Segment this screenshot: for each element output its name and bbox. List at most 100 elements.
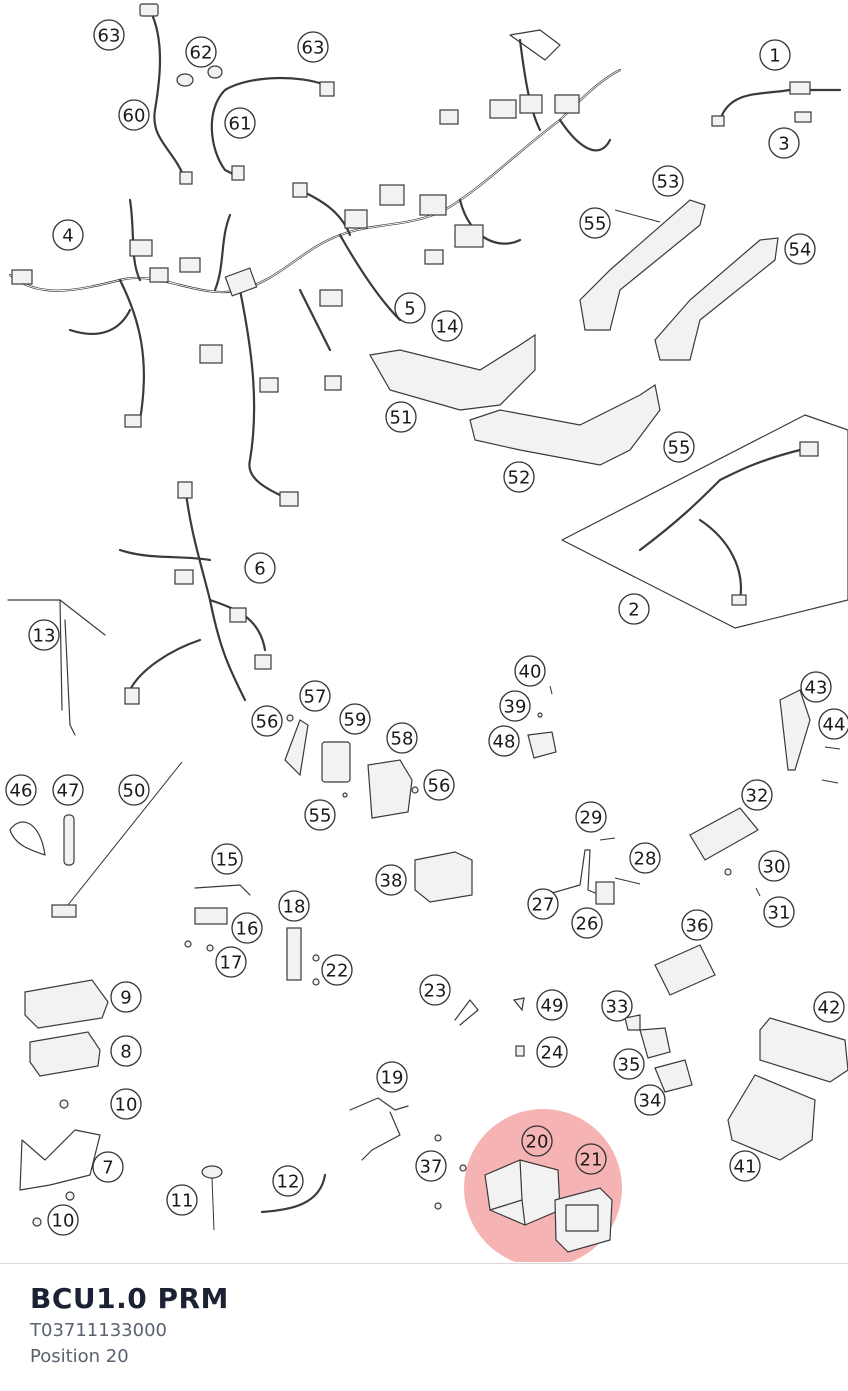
callout-circle[interactable]: [618, 593, 650, 625]
callout-circle[interactable]: [575, 1143, 607, 1175]
callout-circle[interactable]: [118, 774, 150, 806]
callout-circle[interactable]: [813, 991, 845, 1023]
callout-51[interactable]: 51: [385, 401, 417, 433]
callout-35[interactable]: 35: [613, 1048, 645, 1080]
callout-59[interactable]: 59: [339, 703, 371, 735]
callout-circle[interactable]: [376, 1061, 408, 1093]
callout-circle[interactable]: [499, 690, 531, 722]
callout-32[interactable]: 32: [741, 779, 773, 811]
screw-31[interactable]: [755, 887, 761, 897]
callout-43[interactable]: 43: [800, 671, 832, 703]
callout-30[interactable]: 30: [758, 850, 790, 882]
callout-19[interactable]: 19: [376, 1061, 408, 1093]
screws-37[interactable]: [434, 1134, 467, 1210]
callout-34[interactable]: 34: [634, 1084, 666, 1116]
callout-circle[interactable]: [278, 890, 310, 922]
bracket-52[interactable]: [469, 384, 661, 466]
callout-circle[interactable]: [634, 1084, 666, 1116]
callout-circle[interactable]: [47, 1204, 79, 1236]
fuse-box-18[interactable]: [286, 927, 302, 981]
relay-26[interactable]: [595, 881, 615, 905]
callout-39[interactable]: 39: [499, 690, 531, 722]
callout-circle[interactable]: [385, 401, 417, 433]
callout-16[interactable]: 16: [231, 912, 263, 944]
callout-55[interactable]: 55: [304, 799, 336, 831]
callout-circle[interactable]: [729, 1150, 761, 1182]
screw-10[interactable]: [32, 1099, 75, 1227]
callout-2[interactable]: 2: [618, 593, 650, 625]
callout-circle[interactable]: [652, 165, 684, 197]
callout-47[interactable]: 47: [52, 774, 84, 806]
screw-29[interactable]: [599, 837, 616, 841]
holder-16[interactable]: [194, 907, 228, 925]
callout-48[interactable]: 48: [488, 725, 520, 757]
relay-48[interactable]: [527, 731, 557, 759]
callout-31[interactable]: 31: [763, 896, 795, 928]
callout-circle[interactable]: [375, 864, 407, 896]
wire-lead-60[interactable]: [139, 3, 193, 185]
callout-circle[interactable]: [215, 946, 247, 978]
wiring-harness-6[interactable]: [118, 481, 272, 705]
callout-circle[interactable]: [663, 431, 695, 463]
callout-circle[interactable]: [488, 725, 520, 757]
callout-circle[interactable]: [758, 850, 790, 882]
control-unit-36[interactable]: [654, 944, 716, 996]
bracket-23[interactable]: [454, 999, 479, 1026]
bracket-27[interactable]: [544, 849, 601, 896]
callout-7[interactable]: 7: [92, 1151, 124, 1183]
cable-tie-46[interactable]: [9, 821, 46, 856]
screw-40[interactable]: [549, 685, 553, 695]
callout-49[interactable]: 49: [536, 989, 568, 1021]
callout-circle[interactable]: [431, 310, 463, 342]
callout-1[interactable]: 1: [759, 39, 791, 71]
callout-circle[interactable]: [110, 1035, 142, 1067]
callout-circle[interactable]: [110, 1088, 142, 1120]
bracket-7[interactable]: [19, 1129, 101, 1191]
sub-harness-2[interactable]: [561, 414, 848, 629]
callout-circle[interactable]: [514, 655, 546, 687]
callout-55[interactable]: 55: [579, 207, 611, 239]
callout-6[interactable]: 6: [244, 552, 276, 584]
cable-tie-50[interactable]: [51, 761, 183, 918]
callout-circle[interactable]: [818, 708, 848, 740]
callout-18[interactable]: 18: [278, 890, 310, 922]
bracket-51[interactable]: [369, 333, 536, 411]
callout-circle[interactable]: [536, 989, 568, 1021]
callout-circle[interactable]: [297, 31, 329, 63]
callout-circle[interactable]: [763, 896, 795, 928]
callout-26[interactable]: 26: [571, 907, 603, 939]
control-unit-8[interactable]: [29, 1031, 101, 1077]
callout-56[interactable]: 56: [423, 769, 455, 801]
callout-circle[interactable]: [272, 1165, 304, 1197]
callout-circle[interactable]: [394, 292, 426, 324]
callout-17[interactable]: 17: [215, 946, 247, 978]
callout-circle[interactable]: [579, 207, 611, 239]
callout-4[interactable]: 4: [52, 219, 84, 251]
connector-21[interactable]: [554, 1187, 613, 1253]
callout-circle[interactable]: [244, 552, 276, 584]
screws-44[interactable]: [821, 746, 841, 784]
callout-circle[interactable]: [185, 36, 217, 68]
main-wiring-harness[interactable]: [8, 29, 622, 507]
callout-36[interactable]: 36: [681, 909, 713, 941]
callout-circle[interactable]: [28, 619, 60, 651]
sensor-lead-1[interactable]: [711, 81, 842, 127]
callout-56[interactable]: 56: [251, 705, 283, 737]
clip-56[interactable]: [286, 714, 419, 794]
callout-46[interactable]: 46: [5, 774, 37, 806]
callout-63[interactable]: 63: [297, 31, 329, 63]
callout-57[interactable]: 57: [299, 680, 331, 712]
callout-52[interactable]: 52: [503, 461, 535, 493]
callout-circle[interactable]: [386, 722, 418, 754]
connector-34[interactable]: [654, 1059, 693, 1093]
callout-circle[interactable]: [681, 909, 713, 941]
callout-28[interactable]: 28: [629, 842, 661, 874]
callout-22[interactable]: 22: [321, 954, 353, 986]
callout-40[interactable]: 40: [514, 655, 546, 687]
callout-circle[interactable]: [759, 39, 791, 71]
washer-39[interactable]: [537, 712, 543, 718]
callout-circle[interactable]: [800, 671, 832, 703]
callout-12[interactable]: 12: [272, 1165, 304, 1197]
callout-circle[interactable]: [321, 954, 353, 986]
callout-11[interactable]: 11: [166, 1184, 198, 1216]
